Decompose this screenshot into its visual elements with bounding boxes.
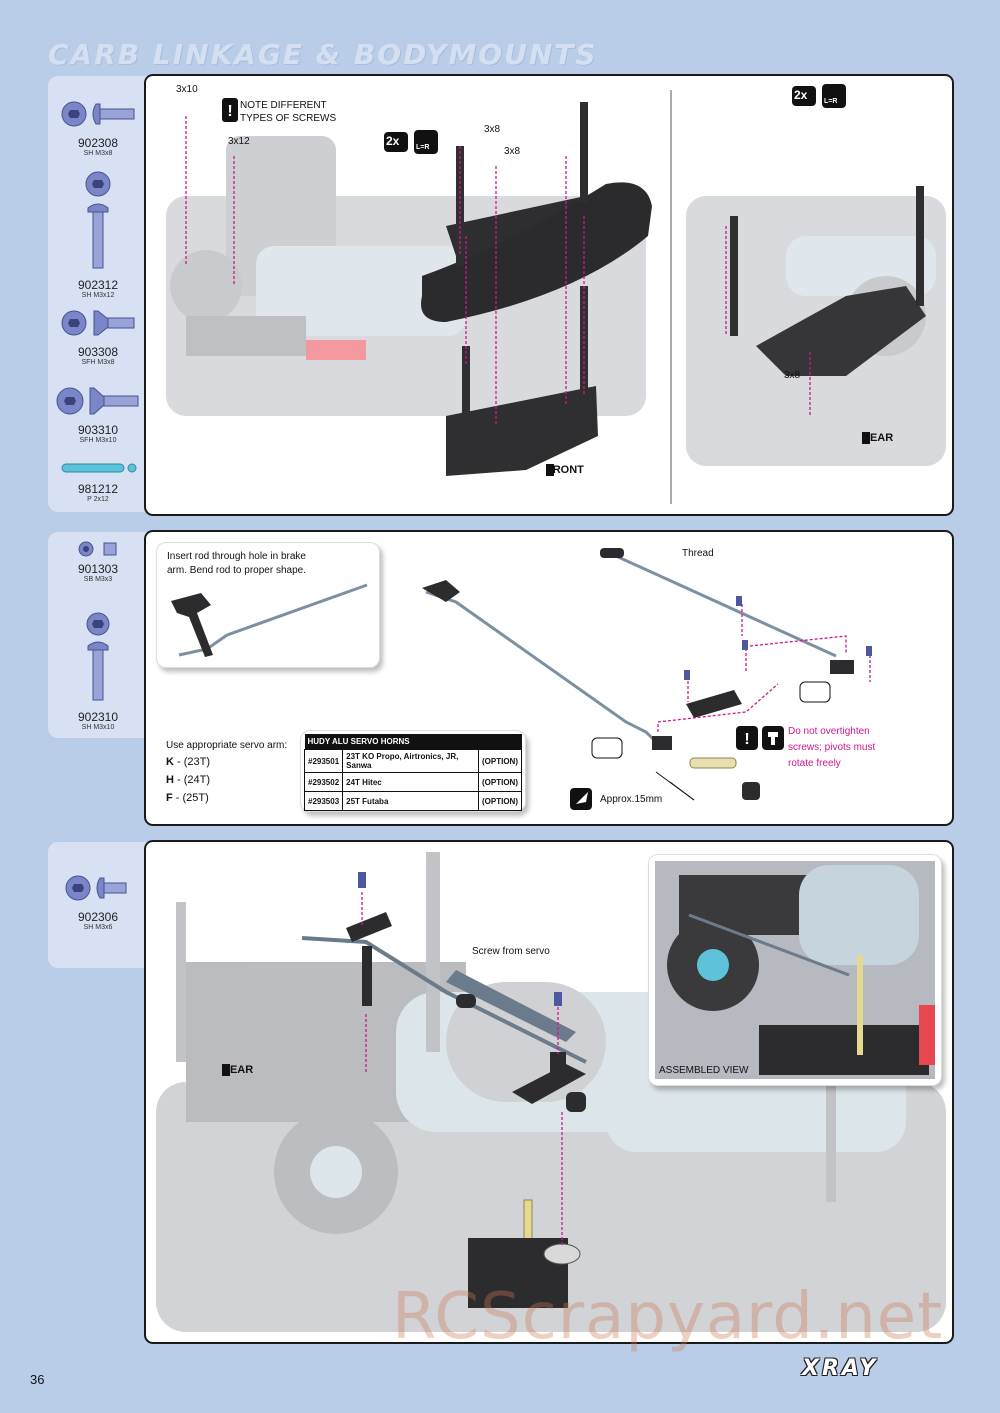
approx-15mm-label: Approx.15mm <box>600 794 663 805</box>
step-panel-1: ! 3x10 3x12 NOTE DIFFERENT TYPES OF SCRE… <box>144 74 954 516</box>
button-head-screw-m3x6-icon <box>65 875 127 901</box>
overtighten-warning-line1: Do not overtighten <box>788 726 870 737</box>
screw-label-3x8-c: 3x8 <box>784 370 801 381</box>
servo-horns-table-box: HUDY ALU SERVO HORNS #293501 23T KO Prop… <box>300 730 526 812</box>
rear-label: REAR <box>862 432 894 444</box>
assembled-view-label: ASSEMBLED VIEW <box>657 1065 751 1076</box>
xray-logo: XRAY <box>802 1356 879 1381</box>
screw-label-3x10: 3x10 <box>176 84 198 95</box>
overtighten-warning-line3: rotate freely <box>788 758 841 769</box>
servo-horns-table-header: HUDY ALU SERVO HORNS <box>304 734 522 750</box>
table-row: #293501 23T KO Propo, Airtronics, JR, Sa… <box>303 749 522 773</box>
servo-arm-k: K - (23T) <box>166 756 211 768</box>
insert-rod-note-line1: Insert rod through hole in brake <box>167 551 306 562</box>
part-902310: 902310 SH M3x10 <box>52 610 144 732</box>
insert-rod-callout: Insert rod through hole in brake arm. Be… <box>156 542 380 668</box>
step-panel-2: ! Insert rod through hole in brake arm. … <box>144 530 954 826</box>
front-label: FRONT <box>546 464 584 476</box>
insert-rod-note-line2: arm. Bend rod to proper shape. <box>167 565 306 576</box>
part-903308: 903308 SFH M3x8 <box>52 305 144 367</box>
button-head-screw-m3x10-icon <box>86 612 110 701</box>
overtighten-warning-line2: screws; pivots must <box>788 742 876 753</box>
rear-label-section3: REAR <box>222 1064 254 1076</box>
servo-arm-f: F - (25T) <box>166 792 209 804</box>
lr-badge-front: L=R <box>416 144 430 151</box>
quantity-badge-rear: 2x <box>794 88 808 102</box>
part-901303: 901303 SB M3x3 <box>52 540 144 584</box>
part-902306: 902306 SH M3x6 <box>52 870 144 932</box>
pin-icon <box>61 463 137 473</box>
screw-label-3x8-a: 3x8 <box>484 124 501 135</box>
watermark: RCScrapyard.net <box>392 1280 944 1354</box>
flat-head-screw-icon <box>61 310 135 336</box>
quantity-badge-front: 2x <box>386 134 400 148</box>
servo-arm-h: H - (24T) <box>166 774 211 786</box>
bodymount-diagram: ! <box>166 84 946 504</box>
note-different-screws-line2: TYPES OF SCREWS <box>240 113 337 124</box>
svg-text:!: ! <box>227 103 232 120</box>
carb-linkage-diagram: ! <box>422 548 872 810</box>
screw-label-3x8-b: 3x8 <box>504 146 521 157</box>
servo-arm-heading: Use appropriate servo arm: <box>166 740 288 751</box>
lr-badge-rear: L=R <box>824 98 838 105</box>
button-head-screw-icon <box>61 101 135 127</box>
carb-linkage-install-diagram <box>156 852 946 1332</box>
table-row: #293503 25T Futaba (OPTION) <box>303 791 522 811</box>
servo-horns-table: HUDY ALU SERVO HORNS #293501 23T KO Prop… <box>303 734 522 811</box>
screw-from-servo-label: Screw from servo <box>472 946 550 957</box>
part-902308: 902308 SH M3x8 <box>52 96 144 158</box>
page-title: CARB LINKAGE & BODYMOUNTS <box>48 38 598 71</box>
part-903310: 903310 SFH M3x10 <box>52 383 144 445</box>
assembled-view-inset: ASSEMBLED VIEW <box>648 854 942 1086</box>
screw-label-3x12: 3x12 <box>228 136 250 147</box>
note-different-screws-line1: NOTE DIFFERENT <box>240 100 327 111</box>
parts-tab-3 <box>48 842 148 968</box>
flat-head-screw-long-icon <box>56 387 139 415</box>
brake-arm-rod-sketch <box>171 583 368 657</box>
assembled-view-image <box>649 855 941 1085</box>
button-head-screw-long-icon <box>85 171 111 269</box>
part-981212: 981212 P 2x12 <box>52 458 144 504</box>
page-number: 36 <box>30 1372 45 1387</box>
parts-tab-1 <box>48 76 148 512</box>
step-panel-3: Screw from servo REAR ASSEMBLED VIEW <box>144 840 954 1344</box>
part-902312: 902312 SH M3x12 <box>52 168 144 300</box>
table-row: #293502 24T Hitec (OPTION) <box>303 772 522 792</box>
svg-text:!: ! <box>744 731 749 748</box>
set-screw-icon <box>78 541 117 557</box>
thread-label: Thread <box>682 548 714 559</box>
